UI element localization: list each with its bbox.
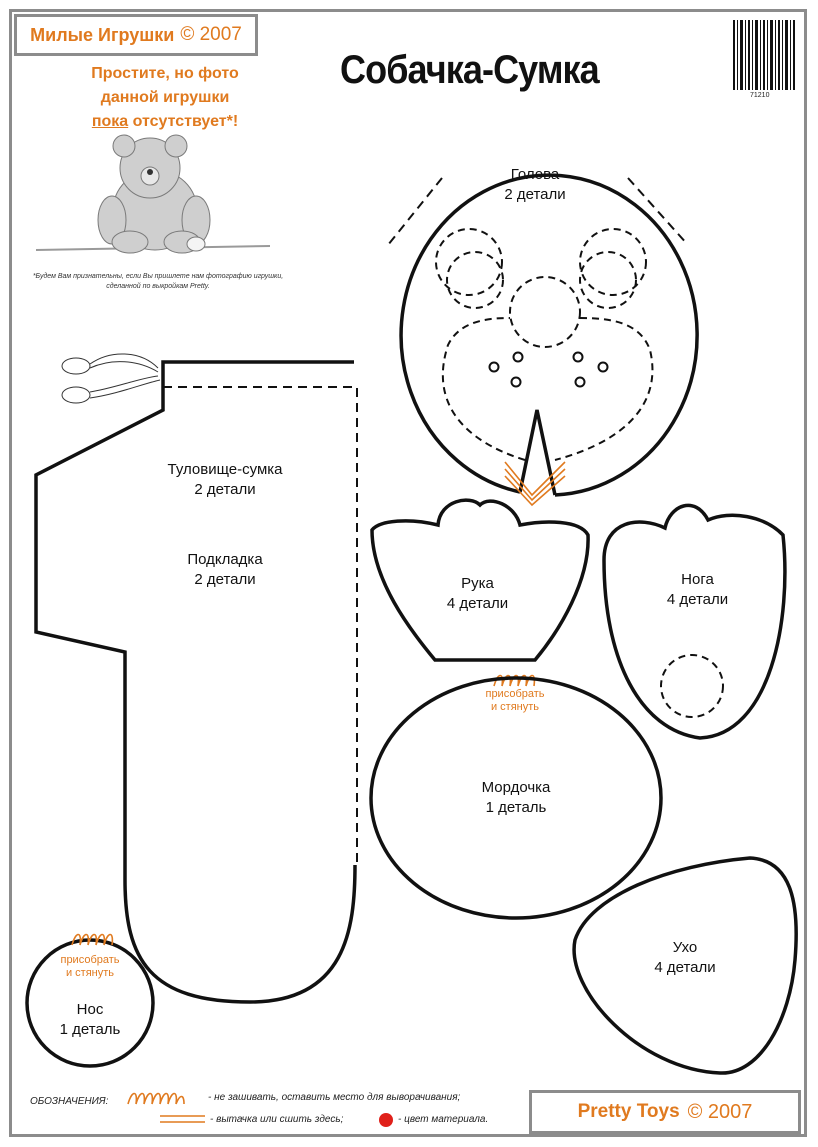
gather-marks-arm	[493, 674, 536, 687]
barcode	[733, 20, 795, 90]
leg-piece	[602, 503, 787, 740]
legend-item-dart: - вытачка или сшить здесь;	[210, 1114, 344, 1125]
brand-footer: Pretty Toys © 2007	[529, 1090, 801, 1134]
nose-count: 1 деталь	[59, 1021, 121, 1038]
legend-gather-symbol	[127, 1092, 185, 1105]
footer-brand-name: Pretty Toys	[577, 1101, 680, 1122]
muzzle-count: 1 деталь	[485, 799, 547, 816]
notice-line-3-rest: отсутствует*!	[128, 113, 239, 130]
leg-label: Нога 4 детали	[640, 570, 755, 610]
page-title: Собачка-Сумка	[340, 48, 600, 92]
body-label: Туловище-сумка 2 детали	[140, 460, 310, 500]
legend-item-material: - цвет материала.	[398, 1114, 489, 1125]
teddy-bear-illustration	[35, 134, 271, 254]
brand-name: Милые Игрушки	[30, 24, 175, 45]
notice-line-3: пока отсутствует*!	[40, 110, 290, 134]
lining-name: Подкладка	[187, 551, 263, 568]
legend-item-gather: - не зашивать, оставить место для вывора…	[208, 1092, 461, 1103]
head-name: Голова	[510, 166, 560, 183]
muzzle-name: Мордочка	[481, 779, 551, 796]
body-count: 2 детали	[194, 481, 256, 498]
notice-line-2: данной игрушки	[100, 89, 230, 106]
muzzle-piece	[369, 676, 663, 920]
gather-note-nose: присобрать и стянуть	[38, 954, 142, 980]
head-piece	[387, 173, 699, 507]
body-name: Туловище-сумка	[167, 461, 283, 478]
gather-marks-nose	[71, 933, 114, 946]
notice-underlined-word: пока	[91, 113, 129, 130]
footnote-line-1: *Будем Вам признательны, если Вы пришлет…	[32, 273, 284, 280]
leg-name: Нога	[681, 571, 714, 588]
nose-name: Нос	[76, 1001, 104, 1018]
arm-piece	[370, 498, 590, 662]
gather-note-arm-line-2: и стянуть	[490, 701, 540, 713]
notice-line-1: Простите, но фото	[91, 65, 239, 82]
muzzle-label: Мордочка 1 деталь	[456, 778, 576, 818]
head-label: Голова 2 детали	[470, 165, 600, 205]
page-frame	[9, 9, 807, 1137]
footer-brand-year: © 2007	[687, 1100, 753, 1123]
dart-marks	[504, 461, 566, 507]
ear-name: Ухо	[672, 939, 698, 956]
handle-sketch	[61, 353, 161, 404]
gather-note-arm-line-1: присобрать	[485, 688, 545, 700]
ear-count: 4 детали	[654, 959, 716, 976]
gather-note-nose-line-1: присобрать	[60, 954, 120, 966]
body-bag-piece	[34, 353, 358, 1004]
legend-material-color-dot	[379, 1113, 393, 1127]
photo-footnote: *Будем Вам признательны, если Вы пришлет…	[18, 272, 298, 292]
ear-label: Ухо 4 детали	[630, 938, 740, 978]
lining-label: Подкладка 2 детали	[140, 550, 310, 590]
arm-name: Рука	[461, 575, 494, 592]
brand-year: © 2007	[180, 24, 242, 45]
lining-count: 2 детали	[194, 571, 256, 588]
leg-count: 4 детали	[666, 591, 729, 608]
nose-label: Нос 1 деталь	[40, 1000, 140, 1040]
arm-count: 4 детали	[446, 595, 509, 612]
footnote-line-2: сделанной по выкройкам Pretty.	[106, 283, 210, 290]
gather-note-arm: присобрать и стянуть	[460, 688, 570, 714]
legend-title: ОБОЗНАЧЕНИЯ:	[30, 1096, 109, 1107]
arm-label: Рука 4 детали	[420, 574, 535, 614]
ear-piece	[572, 856, 798, 1075]
barcode-number: 71210	[750, 92, 770, 99]
brand-header: Милые Игрушки © 2007	[14, 14, 258, 56]
legend-dart-symbol	[160, 1115, 205, 1123]
gather-note-nose-line-2: и стянуть	[65, 967, 115, 979]
photo-missing-notice: Простите, но фото данной игрушки пока от…	[40, 62, 290, 134]
head-count: 2 детали	[504, 186, 566, 203]
